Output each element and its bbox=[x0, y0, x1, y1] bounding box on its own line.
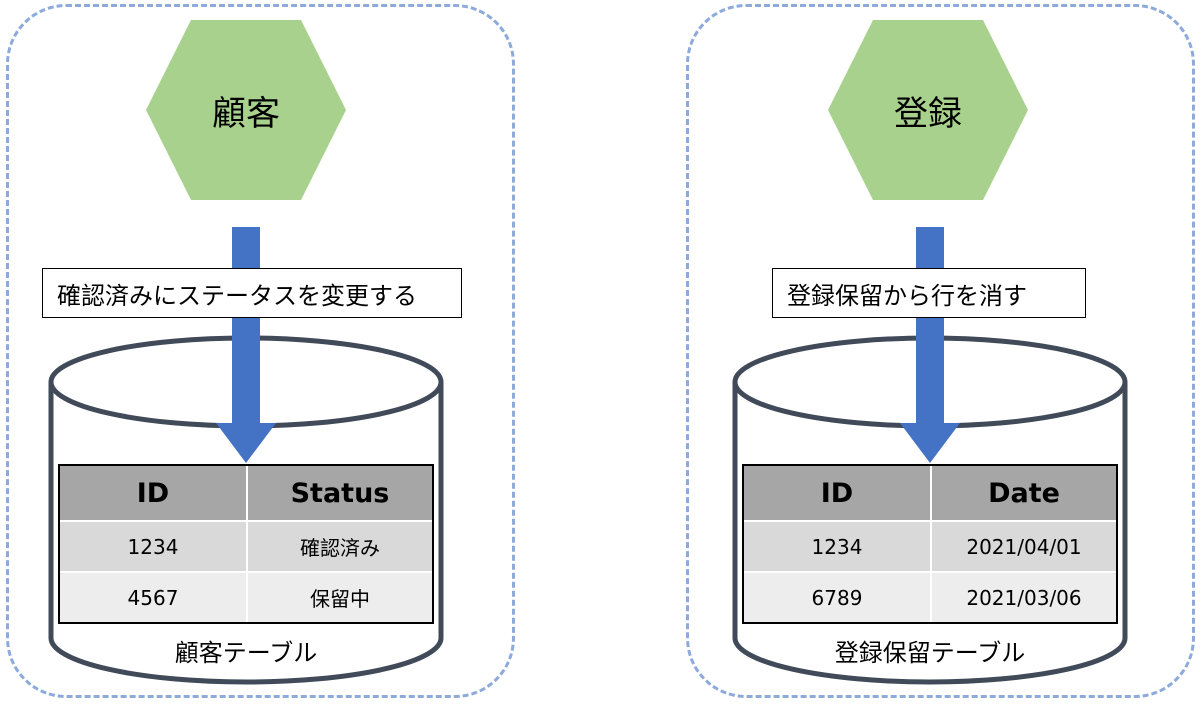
table-cell: 4567 bbox=[60, 571, 247, 622]
column-header: Status bbox=[246, 466, 432, 521]
arrow-shape bbox=[216, 227, 276, 463]
hexagon-shape bbox=[146, 20, 346, 200]
column-header: ID bbox=[60, 466, 247, 521]
table-row: 6789 2021/03/06 bbox=[744, 571, 1116, 622]
entity-label: 顧客 bbox=[212, 93, 280, 134]
table-cell: 保留中 bbox=[246, 571, 432, 622]
table-cell: 2021/03/06 bbox=[930, 571, 1116, 622]
pending-registration-table: ID Date 1234 2021/04/01 6789 2021/03/06 bbox=[744, 466, 1116, 622]
table-cell: 1234 bbox=[744, 520, 931, 572]
table-caption: 顧客テーブル bbox=[174, 639, 318, 667]
left-panel bbox=[6, 4, 515, 698]
action-label: 登録保留から行を消す bbox=[772, 268, 1086, 318]
table-header-row: ID Date bbox=[744, 466, 1116, 521]
table-cell: 2021/04/01 bbox=[930, 520, 1116, 572]
table-header-row: ID Status bbox=[60, 466, 432, 521]
entity-label: 登録 bbox=[894, 93, 962, 134]
table-cell: 6789 bbox=[744, 571, 931, 622]
table-row: 4567 保留中 bbox=[60, 571, 432, 622]
table-cell: 確認済み bbox=[246, 520, 432, 572]
hexagon-shape bbox=[828, 20, 1028, 200]
customer-table: ID Status 1234 確認済み 4567 保留中 bbox=[60, 466, 432, 622]
action-label: 確認済みにステータスを変更する bbox=[42, 268, 462, 318]
column-header: Date bbox=[930, 466, 1116, 521]
column-header: ID bbox=[744, 466, 931, 521]
table-caption: 登録保留テーブル bbox=[834, 639, 1026, 667]
right-panel bbox=[686, 4, 1195, 698]
down-arrow bbox=[216, 227, 276, 463]
customer-entity-hexagon: 顧客 bbox=[146, 20, 346, 200]
table-row: 1234 2021/04/01 bbox=[744, 520, 1116, 572]
down-arrow bbox=[900, 227, 960, 463]
registration-entity-hexagon: 登録 bbox=[828, 20, 1028, 200]
table-row: 1234 確認済み bbox=[60, 520, 432, 572]
arrow-shape bbox=[900, 227, 960, 463]
table-cell: 1234 bbox=[60, 520, 247, 572]
